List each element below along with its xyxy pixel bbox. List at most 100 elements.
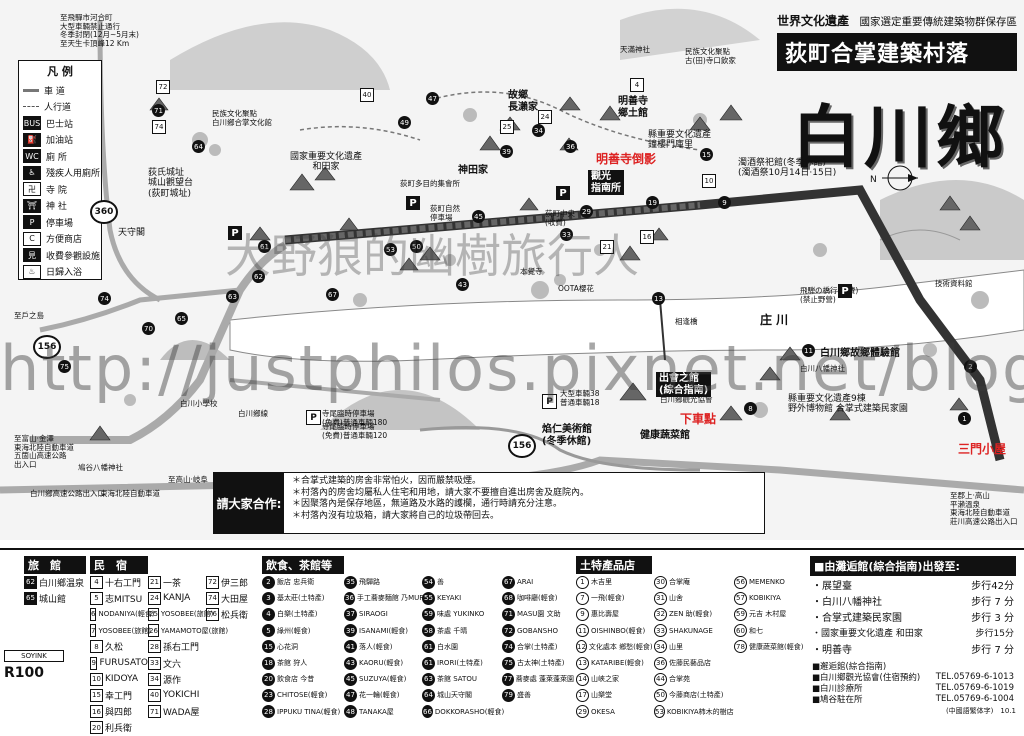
- ryokan-heading: 旅 館: [24, 556, 86, 574]
- deai-hall-label: 出會之館 (綜合指南): [656, 372, 712, 397]
- lodging-24: 24: [538, 110, 552, 124]
- expressway-label: 東海北陸自動車道: [100, 489, 160, 498]
- map-title-block: 世界文化遺產 國家選定重要傳統建築物群保存區 荻町合掌建築村落: [777, 12, 1017, 74]
- cooperation-notice: 請大家合作: ＊合掌式建築的房舍非常怕火，因而嚴禁吸煙。 ＊村落內的房舍均屬私人…: [213, 472, 765, 534]
- footer-note: (中國語繁体字) 10.1: [945, 707, 1016, 715]
- parking-icon-north: P: [406, 196, 420, 210]
- parking-icon-terao: P: [306, 410, 321, 425]
- aigura-bridge-label: 相逢橋: [675, 317, 698, 326]
- bus-parking-label: 大型車輛38 普通車輛18: [560, 389, 600, 407]
- minka-en-label: 縣重要文化遺產9棟 野外博物館 合掌式建築民家園: [788, 394, 908, 415]
- terao-parking-label: 寺尾臨時停車場 (免費)普通車輛180: [322, 409, 388, 427]
- legend-temple: 卍寺 院: [19, 181, 101, 198]
- notice-line: ＊因聚落內是保存地區，無道路及水路的護欄，通行時請充分注意。: [292, 499, 563, 510]
- north-road-note: 至飛驒市河合町 大型車輛禁止通行 冬季封閉(12月~5月末) 至天生卡頂峰12 …: [60, 13, 139, 48]
- honkakuji-label: 本覺寺: [520, 267, 543, 276]
- notice-line: ＊合掌式建築的房舍非常怕火，因而嚴禁吸煙。: [292, 476, 482, 486]
- to-takayama-label: 至高山·岐阜: [168, 475, 208, 484]
- myozenji-reflection-label: 明善寺倒影: [596, 152, 657, 166]
- route-156-shield: 156: [33, 335, 61, 359]
- drop-off-point-label: 下車點: [680, 412, 717, 426]
- notice-line: ＊村落內的房舍均屬私人住宅和用地，請大家不要擅自進出房舍及庭院內。: [292, 487, 590, 498]
- lodging-21: 21: [600, 240, 614, 254]
- lodging-40: 40: [360, 88, 374, 102]
- marker-71: 71: [152, 104, 165, 117]
- marker-29: 29: [580, 205, 593, 218]
- legend-title: 凡 例: [47, 65, 73, 78]
- soyink-logo: SOYINK: [4, 650, 64, 662]
- marker-1: 1: [958, 412, 971, 425]
- temple-icon: 卍: [23, 182, 41, 197]
- toilet-icon: WC: [23, 149, 41, 164]
- minzoku-a-label: 民族文化聚點 白川鄉合掌文化館: [212, 109, 272, 127]
- marker-75: 75: [58, 360, 71, 373]
- south-route-note: 至富山·金澤 東海北陸自動車道 五箇山高速公路 出入口: [14, 434, 74, 469]
- route-360-shield: 360: [90, 200, 118, 224]
- directions-panel: ■由灘逅館(綜合指南)出發至: ・展望臺步行42分 ・白川八幡神社步行 7 分 …: [810, 556, 1016, 716]
- marker-45: 45: [472, 210, 485, 223]
- hatoya-shrine-label: 鳩谷八幡神社: [78, 463, 123, 472]
- marker-11: 11: [802, 344, 815, 357]
- shrine-icon: ⛩: [23, 198, 41, 213]
- marker-64: 64: [192, 140, 205, 153]
- lodging-10: 10: [702, 174, 716, 188]
- nature-parking-label: 荻町自然 停車場: [430, 204, 460, 222]
- lodging-72: 72: [156, 80, 170, 94]
- title-subtitle: 世界文化遺產 國家選定重要傳統建築物群保存區: [777, 14, 1018, 28]
- en-art-museum-label: 焰仁美術館 (冬季休館): [542, 424, 592, 447]
- marker-9: 9: [718, 196, 731, 209]
- store-icon: C: [23, 231, 41, 246]
- lodging-25: 25: [500, 120, 514, 134]
- elementary-school-label: 白川小學校: [180, 399, 218, 408]
- marker-61: 61: [258, 240, 271, 253]
- parking-icon-central: P: [556, 186, 570, 200]
- castle-view-label: 荻氏城址 城山觀望台 (荻町城址): [148, 168, 194, 199]
- legend-shrine: ⛩神 社: [19, 198, 101, 215]
- furusato-hall-label: 白川鄉故鄉體驗館: [820, 348, 900, 359]
- tel-row: ■白川鄉觀光協會(住宿預約)TEL.05769-6-1013: [812, 671, 1014, 683]
- notice-line: ＊村落內沒有垃圾箱，請大家將自己的垃圾帶回去。: [292, 511, 500, 522]
- marker-62: 62: [252, 270, 265, 283]
- to-tonoshima-label: 至戶之島: [14, 311, 44, 320]
- kanda-house-label: 神田家: [458, 165, 488, 176]
